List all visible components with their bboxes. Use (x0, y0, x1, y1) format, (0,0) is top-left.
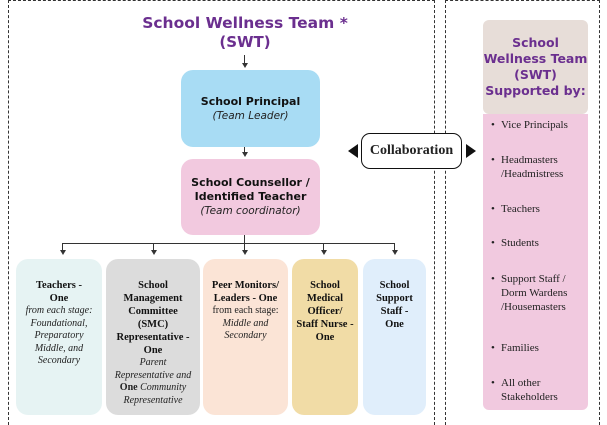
support-box: School Support Staff - One (363, 259, 426, 415)
smc-line3: Committee (128, 306, 178, 317)
sidebar-list (483, 114, 588, 410)
sidebar-item: •Support Staff / Dorm Wardens /Housemast… (491, 273, 568, 313)
sidebar-title-line3: (SWT) (514, 67, 557, 82)
peer-sub3: Secondary (224, 330, 267, 341)
counsellor-subtitle: (Team coordinator) (200, 205, 301, 217)
branch-drop (153, 243, 154, 251)
title-line2: (SWT) (219, 33, 271, 51)
sidebar-item-label: Dorm Wardens (501, 287, 568, 299)
smc-line5: Representative - (116, 332, 190, 343)
medical-line1: School (310, 280, 340, 291)
arrowhead (241, 152, 248, 157)
branch-drop (62, 243, 63, 251)
sidebar-left-border (445, 0, 446, 425)
sidebar-item: •Families (491, 342, 539, 354)
sidebar-item-label: Stakeholders (501, 391, 558, 403)
sidebar-item-label: Headmasters (501, 154, 558, 166)
arrowhead (320, 250, 327, 255)
principal-subtitle: (Team Leader) (212, 109, 289, 122)
teachers-line1: Teachers - (36, 280, 82, 291)
collaboration-box: Collaboration (361, 133, 462, 169)
branch-horizontal (62, 243, 394, 244)
title-line1: School Wellness Team * (142, 14, 348, 32)
arrowhead (391, 250, 398, 255)
medical-line4: Staff Nurse - (296, 319, 354, 330)
sidebar-item: •Teachers (491, 203, 540, 215)
smc-line6: One (143, 345, 163, 356)
medical-box: School Medical Officer/ Staff Nurse - On… (292, 259, 358, 415)
collaboration-label: Collaboration (369, 143, 454, 158)
support-line1: School (379, 280, 410, 291)
connector-principal-counsellor (244, 147, 245, 153)
teachers-sub2: Foundational, (30, 317, 88, 329)
connector-title-principal (244, 55, 245, 64)
right-border (599, 0, 600, 425)
smc-box: School Management Committee (SMC) Repres… (106, 259, 200, 415)
sidebar-item-label: Teachers (501, 203, 540, 215)
peer-sub1: from each stage: (212, 305, 279, 316)
sidebar-item: •Vice Principals (491, 119, 568, 131)
connector-counsellor-branch (244, 235, 245, 243)
teachers-line2: One (49, 293, 69, 304)
sidebar-item: •Headmasters /Headmistress (491, 154, 564, 180)
diagram-title: School Wellness Team * (SWT) (140, 14, 350, 52)
sidebar-item-label: Families (501, 342, 539, 354)
support-line4: One (385, 319, 404, 330)
medical-line2: Medical (306, 293, 344, 304)
medical-line3: Officer/ (307, 306, 343, 317)
sidebar-title-line2: Wellness Team (483, 51, 588, 66)
sidebar-title-line1: School (512, 35, 559, 50)
peer-box: Peer Monitors/ Leaders - One from each s… (203, 259, 288, 415)
left-border (8, 0, 9, 425)
smc-sub3-rest: Community (137, 382, 187, 393)
sidebar-item-label: All other (501, 377, 541, 389)
teachers-box: Teachers - One from each stage: Foundati… (16, 259, 102, 415)
counsellor-line2: Identified Teacher (194, 190, 307, 203)
left-arrow-icon (348, 144, 358, 158)
right-arrow-icon (466, 144, 476, 158)
sidebar-top-border (445, 0, 600, 1)
teachers-sub5: Secondary (37, 355, 81, 366)
support-line2: Support (376, 293, 413, 304)
teachers-sub3: Preparatory (34, 330, 84, 341)
arrowhead (241, 63, 248, 68)
top-border (8, 0, 435, 1)
sidebar-item-label: /Headmistress (501, 168, 564, 180)
principal-title: School Principal (200, 94, 301, 108)
arrowhead (150, 250, 157, 255)
branch-drop (244, 243, 245, 251)
peer-line2: Leaders - One (213, 293, 278, 304)
peer-line1: Peer Monitors/ (211, 280, 280, 291)
sidebar-item: •Students (491, 237, 539, 249)
sidebar-item-label: Support Staff / (501, 273, 566, 285)
sidebar-item: •All other Stakeholders (491, 377, 558, 403)
teachers-sub4: Middle, and (34, 342, 84, 354)
sidebar-title-line4: Supported by: (485, 83, 586, 98)
peer-sub2: Middle and (222, 317, 269, 329)
smc-sub2: Representative and (114, 369, 192, 381)
arrowhead (59, 250, 66, 255)
sidebar-item-label: Students (501, 237, 539, 249)
teachers-sub1: from each stage: (25, 305, 93, 316)
smc-sub4: Representative (123, 394, 183, 406)
smc-line4: (SMC) (137, 319, 169, 330)
counsellor-line1: School Counsellor / (191, 176, 310, 189)
sidebar-item-label: /Housemasters (501, 301, 566, 313)
branch-drop (323, 243, 324, 251)
arrowhead (241, 250, 248, 255)
counsellor-box: School Counsellor / Identified Teacher (… (181, 159, 320, 235)
center-divider (434, 0, 435, 425)
branch-drop (394, 243, 395, 251)
sidebar-item-label: Vice Principals (501, 119, 568, 131)
sidebar-title-box: School Wellness Team (SWT) Supported by: (483, 20, 588, 114)
smc-sub3: One Community (120, 382, 186, 395)
smc-line2: Management (123, 293, 183, 304)
medical-line5: One (315, 332, 335, 343)
smc-sub1: Parent (139, 357, 167, 368)
smc-line1: School (138, 280, 168, 291)
principal-box: School Principal (Team Leader) (181, 70, 320, 147)
smc-sub3-bold: One (119, 382, 138, 393)
support-line3: Staff - (380, 306, 409, 317)
